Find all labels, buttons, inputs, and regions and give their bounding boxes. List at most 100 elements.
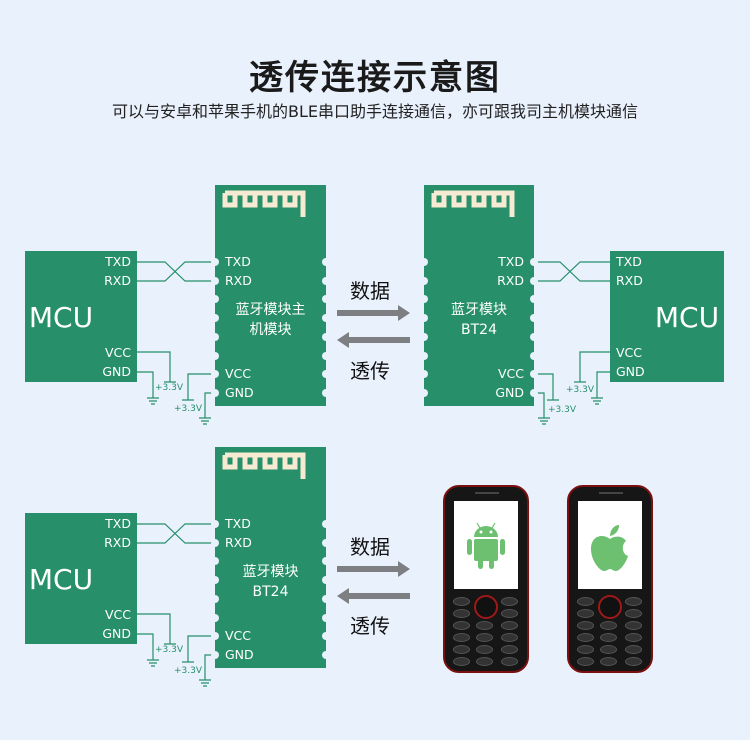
antenna-icon xyxy=(424,185,534,235)
pin-txd: TXD xyxy=(225,516,251,531)
pad-dot xyxy=(530,258,538,266)
pin-vcc: VCC xyxy=(225,628,252,643)
mcu-label: MCU xyxy=(28,301,94,334)
keypad-key xyxy=(453,621,470,630)
pad-dot xyxy=(211,576,219,585)
keypad-key xyxy=(577,657,594,666)
passthrough-label: 透传 xyxy=(350,614,390,638)
pin-txd: TXD xyxy=(105,254,131,269)
pin-gnd: GND xyxy=(616,364,645,379)
pad-dot xyxy=(322,332,330,341)
antenna-icon xyxy=(215,185,326,235)
mcu-label: MCU xyxy=(654,301,720,334)
pin-rxd: RXD xyxy=(616,273,643,288)
pad-dot xyxy=(322,351,330,360)
keypad-key xyxy=(501,609,518,618)
pad-dot xyxy=(530,388,538,397)
pad-dot xyxy=(420,351,428,360)
pin-rxd: RXD xyxy=(225,273,252,288)
keypad-key xyxy=(453,597,470,606)
power-label: +3.3V xyxy=(174,404,203,414)
pad-dot xyxy=(530,370,538,379)
pad-dot xyxy=(211,520,219,528)
keypad-key xyxy=(600,657,617,666)
pad-dot xyxy=(530,332,538,341)
pin-vcc: VCC xyxy=(104,345,131,360)
mcu-board: TXD RXD MCU VCC GND xyxy=(25,251,137,382)
pad-dot xyxy=(211,351,219,360)
pad-dot xyxy=(211,258,219,266)
keypad-key xyxy=(476,633,493,642)
pad-dot xyxy=(322,520,330,528)
pad-dot xyxy=(211,276,219,285)
pad-dot xyxy=(530,314,538,323)
page-title: 透传连接示意图 xyxy=(249,58,501,98)
data-label: 数据 xyxy=(350,535,390,559)
pin-gnd: GND xyxy=(102,626,131,641)
data-label: 数据 xyxy=(350,279,390,303)
pad-dot xyxy=(211,314,219,323)
pad-dot xyxy=(420,295,428,304)
pad-dot xyxy=(322,557,330,566)
keypad-key xyxy=(476,657,493,666)
keypad-key xyxy=(625,657,642,666)
pad-dot xyxy=(322,370,330,379)
pad-dot xyxy=(420,388,428,397)
pin-txd: TXD xyxy=(105,516,131,531)
keypad-key xyxy=(625,633,642,642)
pin-rxd: RXD xyxy=(497,273,524,288)
pin-vcc: VCC xyxy=(616,345,643,360)
keypad-key xyxy=(625,621,642,630)
pad-dot xyxy=(211,370,219,379)
keypad-key xyxy=(577,645,594,654)
pad-dot xyxy=(322,314,330,323)
pad-dot xyxy=(322,388,330,397)
pad-dot xyxy=(322,632,330,641)
pad-dot xyxy=(420,370,428,379)
pad-dot xyxy=(420,276,428,285)
keypad-key xyxy=(501,633,518,642)
mcu-board: TXD RXD MCU VCC GND xyxy=(610,251,724,382)
android-icon xyxy=(467,522,505,569)
keypad-key xyxy=(600,633,617,642)
keypad-key xyxy=(501,597,518,606)
pad-dot xyxy=(211,594,219,603)
keypad-key xyxy=(453,645,470,654)
pad-dot xyxy=(322,295,330,304)
bluetooth-master-module: TXD RXD 蓝牙模块主机模块 VCC GND xyxy=(211,185,330,406)
pad-dot xyxy=(322,576,330,585)
keypad-key xyxy=(453,609,470,618)
passthrough-label: 透传 xyxy=(350,359,390,383)
apple-icon xyxy=(591,525,628,571)
pin-gnd: GND xyxy=(225,647,254,662)
keypad-key xyxy=(625,597,642,606)
pad-dot xyxy=(420,258,428,266)
keypad-key xyxy=(577,633,594,642)
keypad-key xyxy=(476,621,493,630)
keypad-key xyxy=(501,621,518,630)
pin-gnd: GND xyxy=(495,385,524,400)
pad-dot xyxy=(322,258,330,266)
power-label: +3.3V xyxy=(174,666,203,676)
power-label: +3.3V xyxy=(155,383,184,393)
keypad-key xyxy=(476,645,493,654)
pin-rxd: RXD xyxy=(104,273,131,288)
pin-vcc: VCC xyxy=(497,366,524,381)
mcu-label: MCU xyxy=(28,563,94,596)
power-label: +3.3V xyxy=(548,405,577,415)
iphone-phone xyxy=(567,485,653,673)
pad-dot xyxy=(322,276,330,285)
pad-dot xyxy=(530,276,538,285)
pin-txd: TXD xyxy=(616,254,642,269)
pin-vcc: VCC xyxy=(225,366,252,381)
pad-dot xyxy=(211,538,219,547)
pin-rxd: RXD xyxy=(225,535,252,550)
pin-txd: TXD xyxy=(225,254,251,269)
power-label: +3.3V xyxy=(566,385,595,395)
pad-dot xyxy=(211,632,219,641)
pad-dot xyxy=(322,650,330,659)
pad-dot xyxy=(211,332,219,341)
keypad-key xyxy=(600,621,617,630)
pin-rxd: RXD xyxy=(104,535,131,550)
